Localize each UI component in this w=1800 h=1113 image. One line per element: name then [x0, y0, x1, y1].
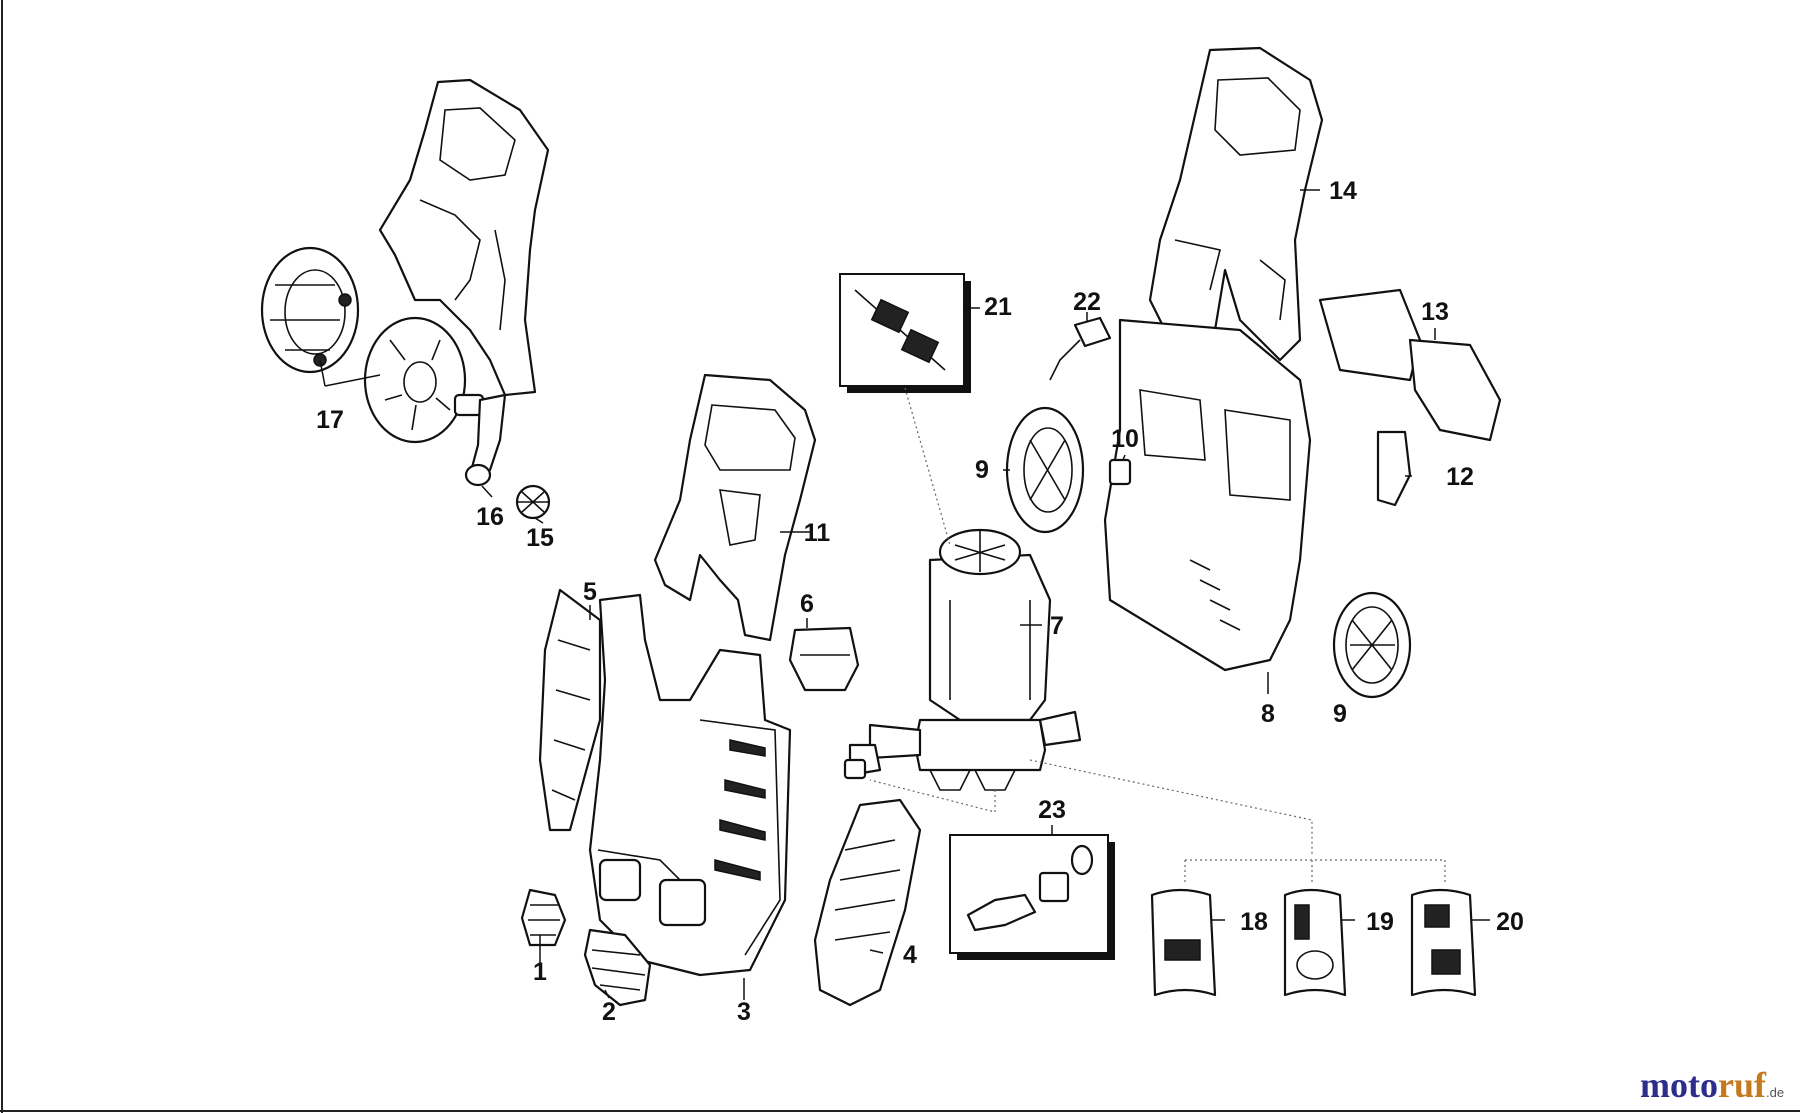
watermark-ruf: ruf: [1718, 1065, 1767, 1105]
label-12: 12: [1446, 463, 1474, 491]
hose-reel-drum: [260, 246, 360, 374]
label-9b: 9: [1333, 700, 1347, 728]
label-21: 21: [984, 293, 1012, 321]
motoruf-watermark: motoruf.de: [1640, 1065, 1784, 1105]
side-cover-left: [538, 588, 602, 832]
handle-top-part: [653, 373, 817, 642]
side-cover-right: [813, 798, 922, 1007]
label-3: 3: [737, 998, 751, 1026]
reel-knob: [515, 484, 551, 520]
front-housing: [588, 593, 792, 977]
rear-handle-frame: [1148, 46, 1324, 362]
power-plug: [1049, 316, 1112, 381]
label-16: 16: [476, 503, 504, 531]
filter-grill-small: [520, 888, 567, 947]
assignment-lines: [869, 387, 1446, 885]
watermark-suffix: .de: [1766, 1085, 1784, 1100]
hub-wheel-disc: [1005, 406, 1085, 534]
label-20: 20: [1496, 908, 1524, 936]
switch-box: [788, 626, 860, 692]
filter-grill-large: [583, 928, 652, 1007]
label-1: 1: [533, 958, 547, 986]
label-19: 19: [1366, 908, 1394, 936]
reel-crank-handle: [464, 393, 507, 487]
hose-reel-handle-frame: [378, 78, 550, 397]
label-7: 7: [1050, 612, 1064, 640]
service-kit-bag-19: [1283, 888, 1347, 997]
service-kit-bag-20: [1410, 888, 1477, 997]
svg-text:motoruf.de: motoruf.de: [1640, 1065, 1784, 1105]
label-13: 13: [1421, 298, 1449, 326]
connector-block: [1108, 458, 1132, 486]
label-17: 17: [316, 406, 344, 434]
rear-wheel: [1332, 591, 1412, 699]
quick-connector-kit-box: [949, 834, 1115, 960]
label-9a: 9: [975, 456, 989, 484]
chassis-base: [1103, 318, 1312, 672]
label-2: 2: [602, 998, 616, 1026]
service-kit-bag-18: [1150, 888, 1217, 997]
label-23: 23: [1038, 796, 1066, 824]
label-18: 18: [1240, 908, 1268, 936]
label-5: 5: [583, 578, 597, 606]
label-22: 22: [1073, 288, 1101, 316]
watermark-moto: moto: [1640, 1065, 1718, 1105]
label-4: 4: [903, 941, 917, 969]
motor-pump-unit: [843, 528, 1082, 791]
carbon-brush-kit-box: [839, 273, 971, 393]
hose-holder-bracket: [1318, 288, 1502, 442]
label-15: 15: [526, 524, 554, 552]
leader-lines: [319, 189, 1490, 1000]
label-10: 10: [1111, 425, 1139, 453]
label-8: 8: [1261, 700, 1275, 728]
part-number-labels: 1 2 3 4 5 6 7 8 9 9 10 11 12 13 14 15 16…: [316, 177, 1524, 1026]
label-11: 11: [804, 519, 831, 547]
label-14: 14: [1329, 177, 1357, 205]
accessory-clip: [1376, 430, 1412, 507]
label-6: 6: [800, 590, 814, 618]
